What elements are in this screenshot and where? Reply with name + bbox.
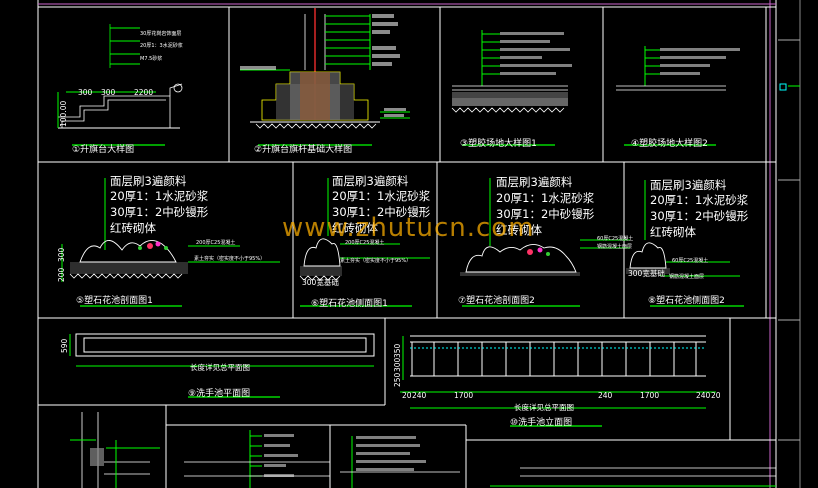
detail-7-note-3: 30厚1：2中砂镘形 [496,207,595,221]
detail-1-note-1: 30厚花岗岩饰面层 [140,30,181,37]
detail-7-note-2: 20厚1：1水泥砂浆 [496,191,595,205]
detail-9-dim: 590 [60,338,69,353]
detail-6-label-2: 素土夯实（密实度不小于95%） [340,257,411,264]
detail-10-dim-h1: 250 [393,372,402,387]
detail-1-note-2: 20厚1：3水泥砂浆 [140,42,183,49]
detail-6-note-4: 红砖砌体 [332,221,378,235]
bottom-partial-details [70,412,776,488]
detail-1-note-3: M7.5砂浆 [140,55,162,62]
detail-6-note-3: 30厚1：2中砂镘形 [332,205,431,219]
detail-3-rubber-court-1: ③塑胶场地大样图1 [451,30,572,149]
detail-3-title: ③塑胶场地大样图1 [460,137,537,149]
detail-4-rubber-court-2: ④塑胶场地大样图2 [616,46,740,149]
detail-7-label-1: 60厚C25混凝土 [597,235,633,242]
detail-8-title: ⑧塑石花池侧面图2 [648,294,725,306]
detail-6-note-1: 面层刷3遍颜料 [332,174,409,188]
detail-7-note-4: 红砖砌体 [496,223,542,237]
detail-8-note-3: 30厚1：2中砂镘形 [650,209,749,223]
detail-6-title: ⑥塑石花池侧面图1 [311,297,388,309]
detail-10-dim-h3: 350 [393,343,402,358]
detail-8-note-2: 20厚1：1水泥砂浆 [650,193,749,207]
detail-1-dim-c: 2200 [134,88,153,97]
detail-8-label-3: 钢筋混凝土面层 [669,273,704,280]
detail-6-label-1: 200厚C25混凝土 [345,239,384,246]
detail-1-title: ①升旗台大样图 [72,143,134,155]
detail-5-label-1: 200厚C25混凝土 [196,239,235,246]
detail-8-label-2: 300宽基础 [628,268,665,278]
detail-7-rock-planter-section-2: 面层刷3遍颜料 20厚1：1水泥砂浆 30厚1：2中砂镘形 红砖砌体 60厚C2… [458,175,633,307]
detail-10-dim-3: 1700 [454,391,473,400]
detail-10-note: 长度详见总平面图 [514,402,574,412]
detail-5-rock-planter-section-1: 面层刷3遍颜料 20厚1：1水泥砂浆 30厚1：2中砂镘形 红砖砌体 200 3… [57,174,280,307]
detail-5-title: ⑤塑石花池剖面图1 [76,294,153,306]
detail-6-rock-planter-side-1: 面层刷3遍颜料 20厚1：1水泥砂浆 30厚1：2中砂镘形 红砖砌体 200厚C… [299,174,431,309]
detail-10-title: ⑩洗手池立面图 [510,416,572,428]
detail-7-title: ⑦塑石花池剖面图2 [458,294,535,306]
detail-5-note-1: 面层刷3遍颜料 [110,174,187,188]
sheet-frame [37,0,801,488]
detail-6-note-2: 20厚1：1水泥砂浆 [332,189,431,203]
detail-1-flag-platform: 30厚花岗岩饰面层 20厚1：3水泥砂浆 M7.5砂浆 300 300 2200… [57,24,183,155]
detail-10-dim-5: 1700 [640,391,659,400]
detail-10-dim-2: 240 [412,391,427,400]
detail-10-dim-7: 20 [711,391,721,400]
detail-1-dim-height: 100.00 [59,101,68,127]
detail-10-dim-4: 240 [598,391,613,400]
detail-8-note-1: 面层刷3遍颜料 [650,178,727,192]
detail-6-label-3: 300宽基础 [302,277,339,287]
detail-5-note-4: 红砖砌体 [110,221,156,235]
detail-10-dim-h2: 300 [393,357,402,372]
detail-2-flagpole-foundation: ②升旗台旗杆基础大样图 [240,8,410,155]
detail-5-note-2: 20厚1：1水泥砂浆 [110,189,209,203]
detail-1-dim-a: 300 [78,88,93,97]
detail-5-dim-2: 300 [57,247,66,262]
detail-5-dim-1: 200 [57,267,66,282]
detail-2-title: ②升旗台旗杆基础大样图 [254,143,352,155]
detail-7-note-1: 面层刷3遍颜料 [496,175,573,189]
detail-8-label-1: 60厚C25混凝土 [672,257,708,264]
detail-10-washbasin-elevation: 250 300 350 20 240 1700 240 1700 240 20 … [393,335,721,428]
detail-7-label-2: 钢筋混凝土面层 [597,243,632,250]
detail-1-dim-b: 300 [101,88,116,97]
watermark: www.zhutucn.com [282,213,535,243]
detail-5-note-3: 30厚1：2中砂镘形 [110,205,209,219]
detail-9-washbasin-plan: 590 长度详见总平面图 ⑨洗手池平面图 [60,333,375,399]
detail-8-note-4: 红砖砌体 [650,225,696,239]
detail-4-title: ④塑胶场地大样图2 [631,137,708,149]
detail-10-dim-6: 240 [696,391,711,400]
detail-9-title: ⑨洗手池平面图 [188,387,250,399]
detail-10-dim-1: 20 [402,391,412,400]
detail-8-rock-planter-side-2: 面层刷3遍颜料 20厚1：1水泥砂浆 30厚1：2中砂镘形 红砖砌体 60厚C2… [626,178,749,307]
detail-9-note: 长度详见总平面图 [190,362,250,372]
detail-5-label-2: 素土夯实（密实度不小于95%） [194,255,265,262]
